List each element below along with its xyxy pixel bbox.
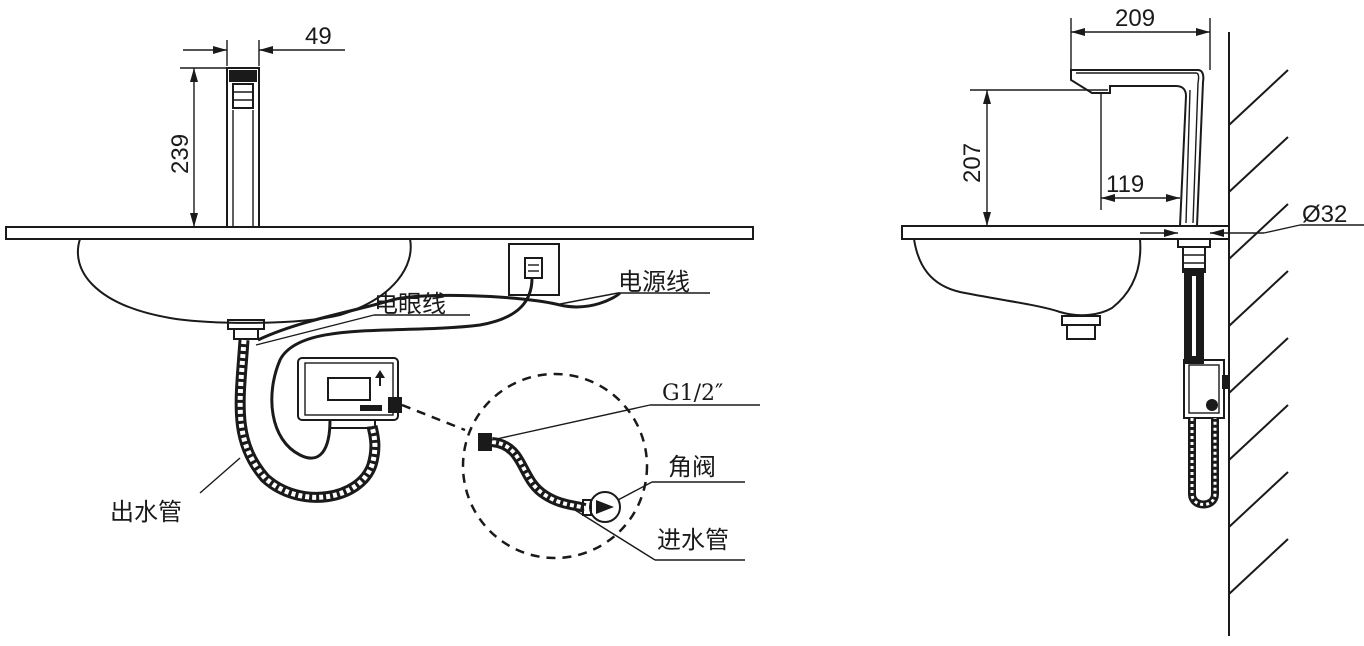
label-power-cable: 电源线 bbox=[618, 268, 690, 296]
side-view: 209 207 119 Ø32 bbox=[901, 5, 1364, 636]
dim-239: 239 bbox=[167, 67, 227, 228]
side-basin-bowl bbox=[913, 238, 1142, 317]
sensor-cable bbox=[257, 291, 622, 342]
dim-diameter-label: Ø32 bbox=[1302, 201, 1347, 228]
dim-207-label: 207 bbox=[959, 143, 986, 183]
inlet-hose bbox=[491, 437, 587, 513]
wall-hatching bbox=[1228, 69, 1289, 595]
dim-diameter: Ø32 bbox=[1140, 201, 1364, 237]
detail-view: G1/2″ 角阀 进水管 bbox=[401, 372, 760, 561]
label-outlet-hose: 出水管 bbox=[110, 498, 182, 526]
detail-circle bbox=[461, 372, 649, 560]
label-thread: G1/2″ bbox=[662, 381, 723, 406]
dim-239-label: 239 bbox=[167, 134, 194, 174]
side-faucet bbox=[1070, 69, 1205, 227]
power-cable bbox=[270, 277, 534, 460]
side-countertop bbox=[901, 225, 1230, 240]
side-mounting bbox=[1177, 238, 1229, 509]
dim-209: 209 bbox=[1070, 5, 1211, 70]
label-angle-valve: 角阀 bbox=[668, 453, 716, 481]
dim-119: 119 bbox=[1100, 93, 1180, 210]
outlet-hose bbox=[234, 339, 381, 503]
front-drain bbox=[227, 319, 265, 330]
front-countertop bbox=[5, 226, 754, 240]
front-basin-bowl bbox=[76, 238, 412, 324]
dim-209-label: 209 bbox=[1115, 5, 1155, 32]
dim-49: 49 bbox=[183, 23, 345, 66]
power-socket bbox=[508, 243, 560, 296]
front-faucet bbox=[226, 67, 260, 228]
dim-207: 207 bbox=[959, 89, 1108, 226]
control-box bbox=[297, 357, 402, 429]
front-view: 49 239 bbox=[5, 23, 754, 526]
dim-119-label: 119 bbox=[1106, 171, 1144, 198]
label-sensor-cable: 电眼线 bbox=[374, 290, 446, 318]
dim-49-label: 49 bbox=[305, 23, 332, 50]
label-inlet-hose: 进水管 bbox=[657, 526, 729, 554]
angle-valve bbox=[582, 491, 621, 523]
